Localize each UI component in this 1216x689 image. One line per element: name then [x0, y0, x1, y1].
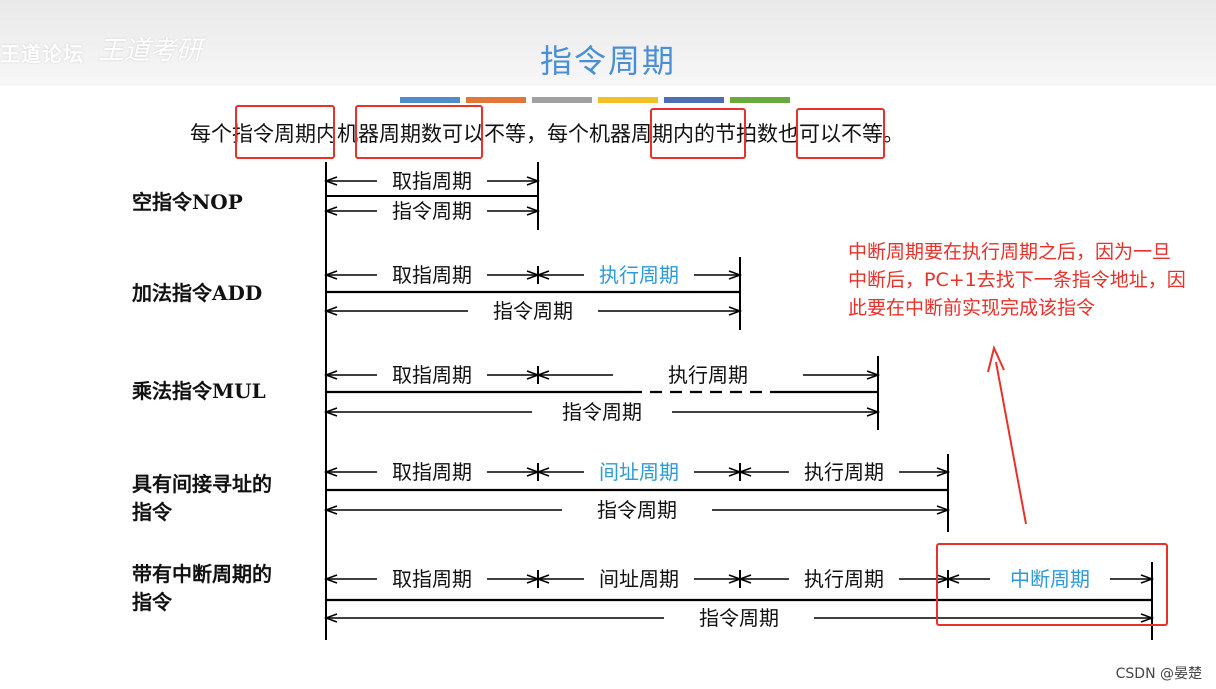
indirect-exec-arrow-right: [936, 467, 951, 477]
interrupt-int-arrow-right: [1140, 574, 1155, 584]
slide-header-band: [0, 0, 1216, 86]
watermark-signature: 王道考研: [98, 36, 203, 66]
add-exec-label: 执行周期: [599, 263, 679, 287]
nop-total-arrow-left: [323, 206, 338, 216]
accent-bar: [466, 97, 526, 103]
credit-text: CSDN @晏楚: [1115, 666, 1202, 682]
mul-total-arrow-right: [866, 407, 881, 417]
indirect-exec-label: 执行周期: [804, 460, 884, 484]
box-machine-cycle-count: [355, 105, 483, 159]
row-label-mul: 乘法指令MUL: [132, 379, 266, 403]
mul-fetch-label: 取指周期: [392, 363, 472, 387]
indirect-total-label: 指令周期: [597, 498, 677, 522]
indirect-fetch-arrow-left: [323, 467, 338, 477]
row-label-indirect: 具有间接寻址的指令: [132, 472, 272, 524]
add-fetch-label: 取指周期: [392, 263, 472, 287]
interrupt-fetch-label: 取指周期: [392, 567, 472, 591]
add-total-arrow-right: [728, 306, 743, 316]
interrupt-int-arrow-left: [945, 574, 960, 584]
nop-total-arrow-right: [526, 206, 541, 216]
row-label-nop: 空指令NOP: [132, 190, 243, 214]
watermark-text: 王道论坛: [0, 42, 84, 66]
mul-total-label: 指令周期: [562, 400, 642, 424]
box-instruction-cycle: [235, 105, 335, 159]
box-interrupt-cycle: [936, 543, 1168, 626]
add-fetch-arrow-left: [323, 270, 338, 280]
interrupt-exec-arrow-left: [737, 574, 752, 584]
annotation-arrow-head: [987, 344, 1005, 373]
accent-bar: [730, 97, 790, 103]
indirect-total-arrow-right: [936, 505, 951, 515]
accent-bar: [598, 97, 658, 103]
indirect-fetch-label: 取指周期: [392, 460, 472, 484]
mul-exec-arrow-left: [535, 370, 550, 380]
indirect-addr-label: 间址周期: [599, 460, 679, 484]
indirect-total-arrow-left: [323, 505, 338, 515]
box-beat-count: [796, 108, 885, 159]
nop-fetch-label: 取指周期: [392, 169, 472, 193]
row-label-interrupt: 带有中断周期的指令: [132, 562, 272, 614]
interrupt-int-label: 中断周期: [1010, 567, 1090, 591]
mul-total-arrow-left: [323, 407, 338, 417]
mul-exec-label: 执行周期: [668, 363, 748, 387]
indirect-exec-arrow-left: [737, 467, 752, 477]
interrupt-addr-label: 间址周期: [599, 567, 679, 591]
interrupt-exec-label: 执行周期: [804, 567, 884, 591]
add-exec-arrow-right: [728, 270, 743, 280]
interrupt-total-arrow-left: [323, 613, 338, 623]
accent-bar: [532, 97, 592, 103]
slide-title: 指令周期: [539, 42, 676, 80]
description-text: 每个指令周期内机器周期数可以不等，每个机器周期内的节拍数也可以不等。: [190, 122, 904, 146]
add-exec-arrow-left: [535, 270, 550, 280]
interrupt-addr-arrow-left: [535, 574, 550, 584]
annotation-note: 中断周期要在执行周期之后，因为一旦中断后，PC+1去找下一条指令地址，因此要在中…: [848, 241, 1186, 319]
nop-fetch-arrow-right: [526, 176, 541, 186]
annotation-arrow-line: [995, 361, 1027, 525]
accent-bar: [400, 97, 460, 103]
mul-fetch-arrow-left: [323, 370, 338, 380]
add-total-arrow-left: [323, 306, 338, 316]
row-label-add: 加法指令ADD: [132, 281, 263, 305]
nop-total-label: 指令周期: [392, 199, 472, 223]
add-total-label: 指令周期: [493, 299, 573, 323]
interrupt-total-arrow-right: [1140, 613, 1155, 623]
interrupt-total-label: 指令周期: [699, 606, 779, 630]
indirect-addr-arrow-left: [535, 467, 550, 477]
interrupt-fetch-arrow-left: [323, 574, 338, 584]
mul-exec-arrow-right: [866, 370, 881, 380]
accent-bars: [400, 97, 790, 103]
nop-fetch-arrow-left: [323, 176, 338, 186]
accent-bar: [664, 97, 724, 103]
box-machine-cycle: [650, 108, 746, 159]
